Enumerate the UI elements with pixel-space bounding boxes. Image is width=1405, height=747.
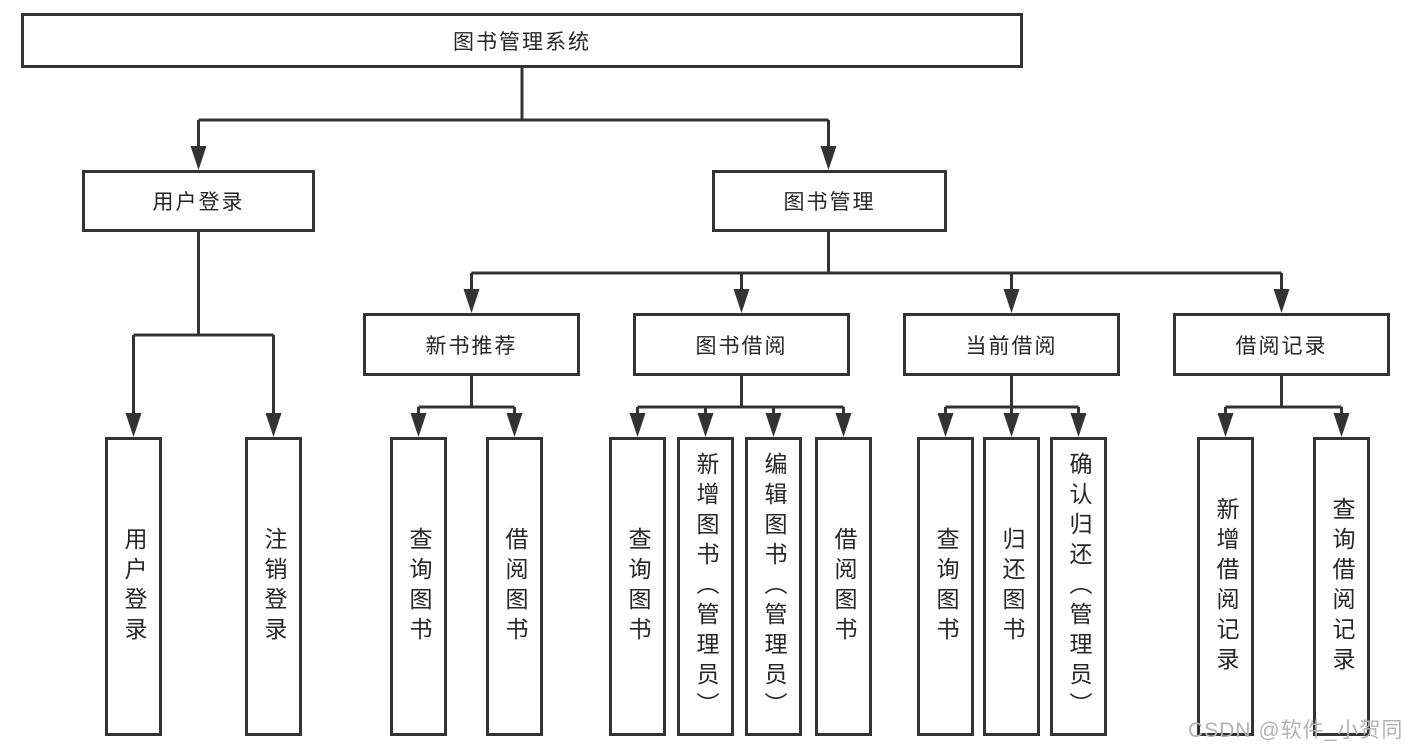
arrowheads: [125, 146, 1350, 437]
leaf-user-login: 用户登录: [105, 437, 162, 736]
leaf-borrow-books-recommend: 借阅图书: [486, 437, 543, 736]
node-new-book-recommend: 新书推荐: [363, 313, 580, 376]
leaf-borrow-books: 借阅图书: [815, 437, 872, 736]
leaf-query-books-borrowing: 查询图书: [609, 437, 666, 736]
leaf-add-book-admin: 新增图书（管理员）: [677, 437, 734, 736]
leaf-add-borrow-record: 新增借阅记录: [1197, 437, 1254, 736]
node-current-borrowing: 当前借阅: [903, 313, 1120, 376]
leaf-confirm-return-admin: 确认归还（管理员）: [1050, 437, 1107, 736]
node-borrowing-records: 借阅记录: [1173, 313, 1390, 376]
leaf-logout: 注销登录: [245, 437, 302, 736]
node-book-borrowing: 图书借阅: [633, 313, 850, 376]
leaf-query-books-current: 查询图书: [917, 437, 974, 736]
leaf-query-books-recommend: 查询图书: [390, 437, 447, 736]
node-user-login: 用户登录: [82, 170, 315, 232]
leaf-query-borrow-record: 查询借阅记录: [1313, 437, 1370, 736]
watermark: CSDN @软件_小贺同学: [1188, 719, 1405, 742]
leaf-return-books: 归还图书: [983, 437, 1040, 736]
node-book-management: 图书管理: [712, 170, 947, 232]
node-library-system: 图书管理系统: [21, 13, 1023, 68]
leaf-edit-book-admin: 编辑图书（管理员）: [745, 437, 802, 736]
